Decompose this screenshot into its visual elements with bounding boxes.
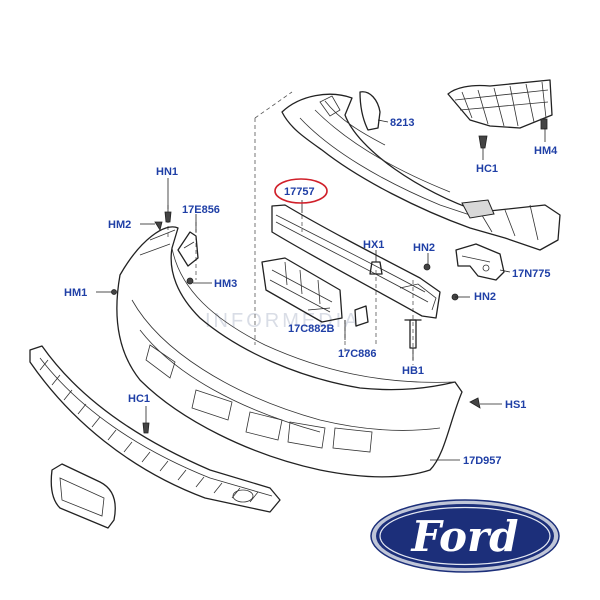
label-hn2-lower: HN2 <box>474 291 496 303</box>
label-hc1-lower: HC1 <box>128 393 150 405</box>
label-17c886: 17C886 <box>338 348 377 360</box>
label-hm1: HM1 <box>64 287 87 299</box>
ford-logo: Ford <box>370 499 560 573</box>
label-hm2: HM2 <box>108 219 131 231</box>
bracket-17E856 <box>177 231 199 267</box>
label-17n775: 17N775 <box>512 268 551 280</box>
side-bracket-17N775 <box>455 243 505 281</box>
upper-grille <box>359 79 553 131</box>
bumper-cover-17D957 <box>116 226 463 478</box>
label-hm4: HM4 <box>534 145 558 157</box>
label-hx1: HX1 <box>363 239 384 251</box>
label-17d957: 17D957 <box>463 455 502 467</box>
license-plate-bracket <box>50 463 116 529</box>
label-17e856: 17E856 <box>182 204 220 216</box>
label-hn1: HN1 <box>156 166 178 178</box>
watermark: INFORMEDIA <box>205 310 361 332</box>
lower-grille <box>29 345 281 513</box>
label-hc1-upper: HC1 <box>476 163 498 175</box>
part-labels: HN1 HM2 17E856 HM1 HM3 17757 HX1 HN2 17N… <box>64 117 558 467</box>
ford-logo-text: Ford <box>410 512 518 561</box>
label-17757: 17757 <box>284 186 315 198</box>
label-hn2-upper: HN2 <box>413 242 435 254</box>
reinforcement-beam-17757 <box>271 204 441 319</box>
highlight-ring <box>274 178 328 204</box>
label-17c882b: 17C882B <box>288 323 335 335</box>
leader-lines <box>96 119 546 461</box>
label-hs1: HS1 <box>505 399 526 411</box>
label-8213: 8213 <box>390 117 414 129</box>
energy-absorber-17C882B <box>261 257 343 323</box>
upper-shield-8213 <box>281 93 561 251</box>
fasteners <box>111 135 488 434</box>
label-hb1: HB1 <box>402 365 424 377</box>
label-hm3: HM3 <box>214 278 237 290</box>
